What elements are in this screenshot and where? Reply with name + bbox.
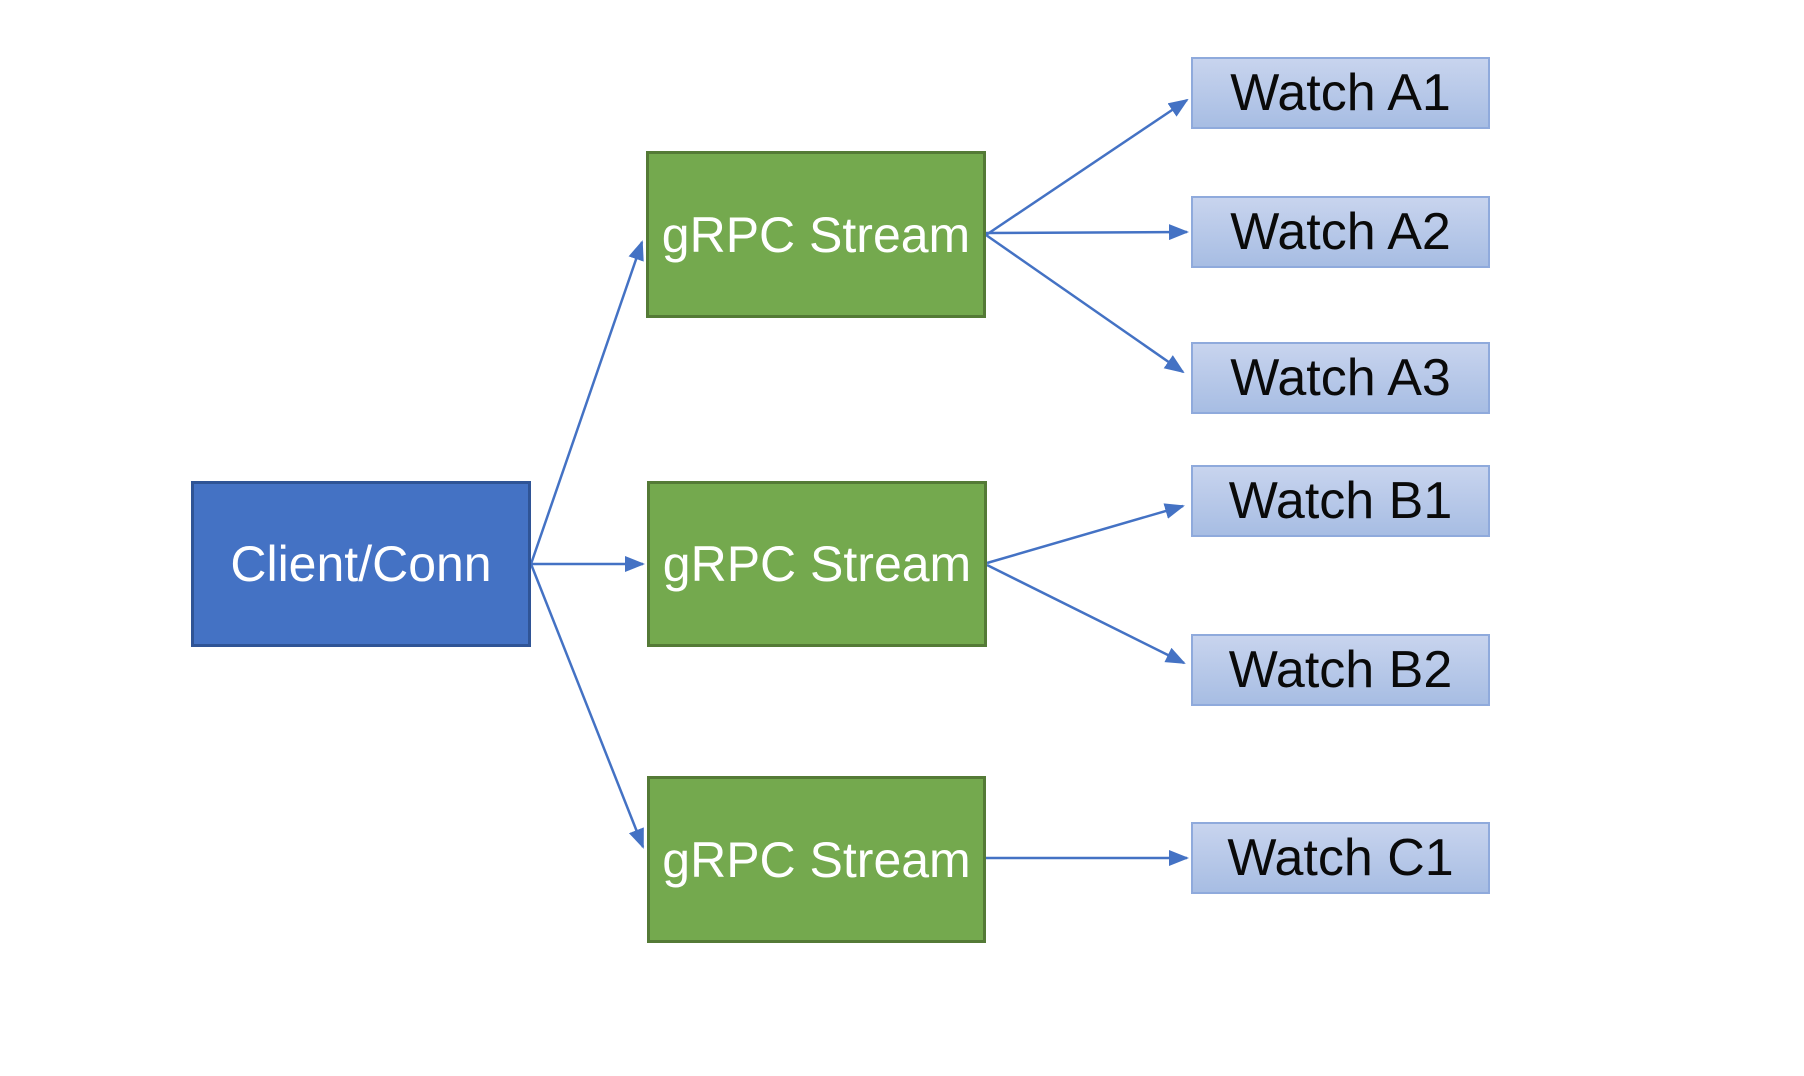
grpc-stream-label-c: gRPC Stream: [662, 831, 971, 888]
watch-a3-label: Watch A3: [1230, 349, 1451, 407]
client-conn-label: Client/Conn: [230, 536, 492, 592]
watch-a2-node: Watch A2: [1191, 196, 1490, 268]
grpc-stream-node-c: gRPC Stream: [647, 776, 986, 943]
watch-a1-label: Watch A1: [1230, 64, 1451, 122]
watch-a3-node: Watch A3: [1191, 342, 1490, 414]
edge-stream-a-to-watch-a2: [985, 224, 1189, 241]
client-conn-node: Client/Conn: [191, 481, 531, 647]
watch-a2-label: Watch A2: [1230, 203, 1451, 261]
watch-b2-label: Watch B2: [1228, 641, 1453, 699]
watch-b2-node: Watch B2: [1191, 634, 1490, 706]
grpc-stream-label-b: gRPC Stream: [662, 536, 972, 592]
grpc-stream-node-a: gRPC Stream: [646, 151, 986, 318]
watch-b1-node: Watch B1: [1191, 465, 1490, 537]
edge-client-to-stream-c: [529, 563, 645, 849]
watch-b1-label: Watch B1: [1228, 472, 1453, 530]
edge-client-to-stream-a: [529, 240, 644, 565]
edge-stream-b-to-watch-b1: [986, 503, 1185, 565]
grpc-stream-label-a: gRPC Stream: [661, 206, 971, 263]
watch-c1-node: Watch C1: [1191, 822, 1490, 894]
watch-c1-label: Watch C1: [1227, 829, 1454, 887]
edge-stream-a-to-watch-a1: [985, 98, 1189, 237]
edge-stream-b-to-watch-b2: [986, 563, 1186, 665]
watch-a1-node: Watch A1: [1191, 57, 1490, 129]
grpc-stream-node-b: gRPC Stream: [647, 481, 987, 647]
edge-stream-a-to-watch-a3: [985, 233, 1185, 374]
